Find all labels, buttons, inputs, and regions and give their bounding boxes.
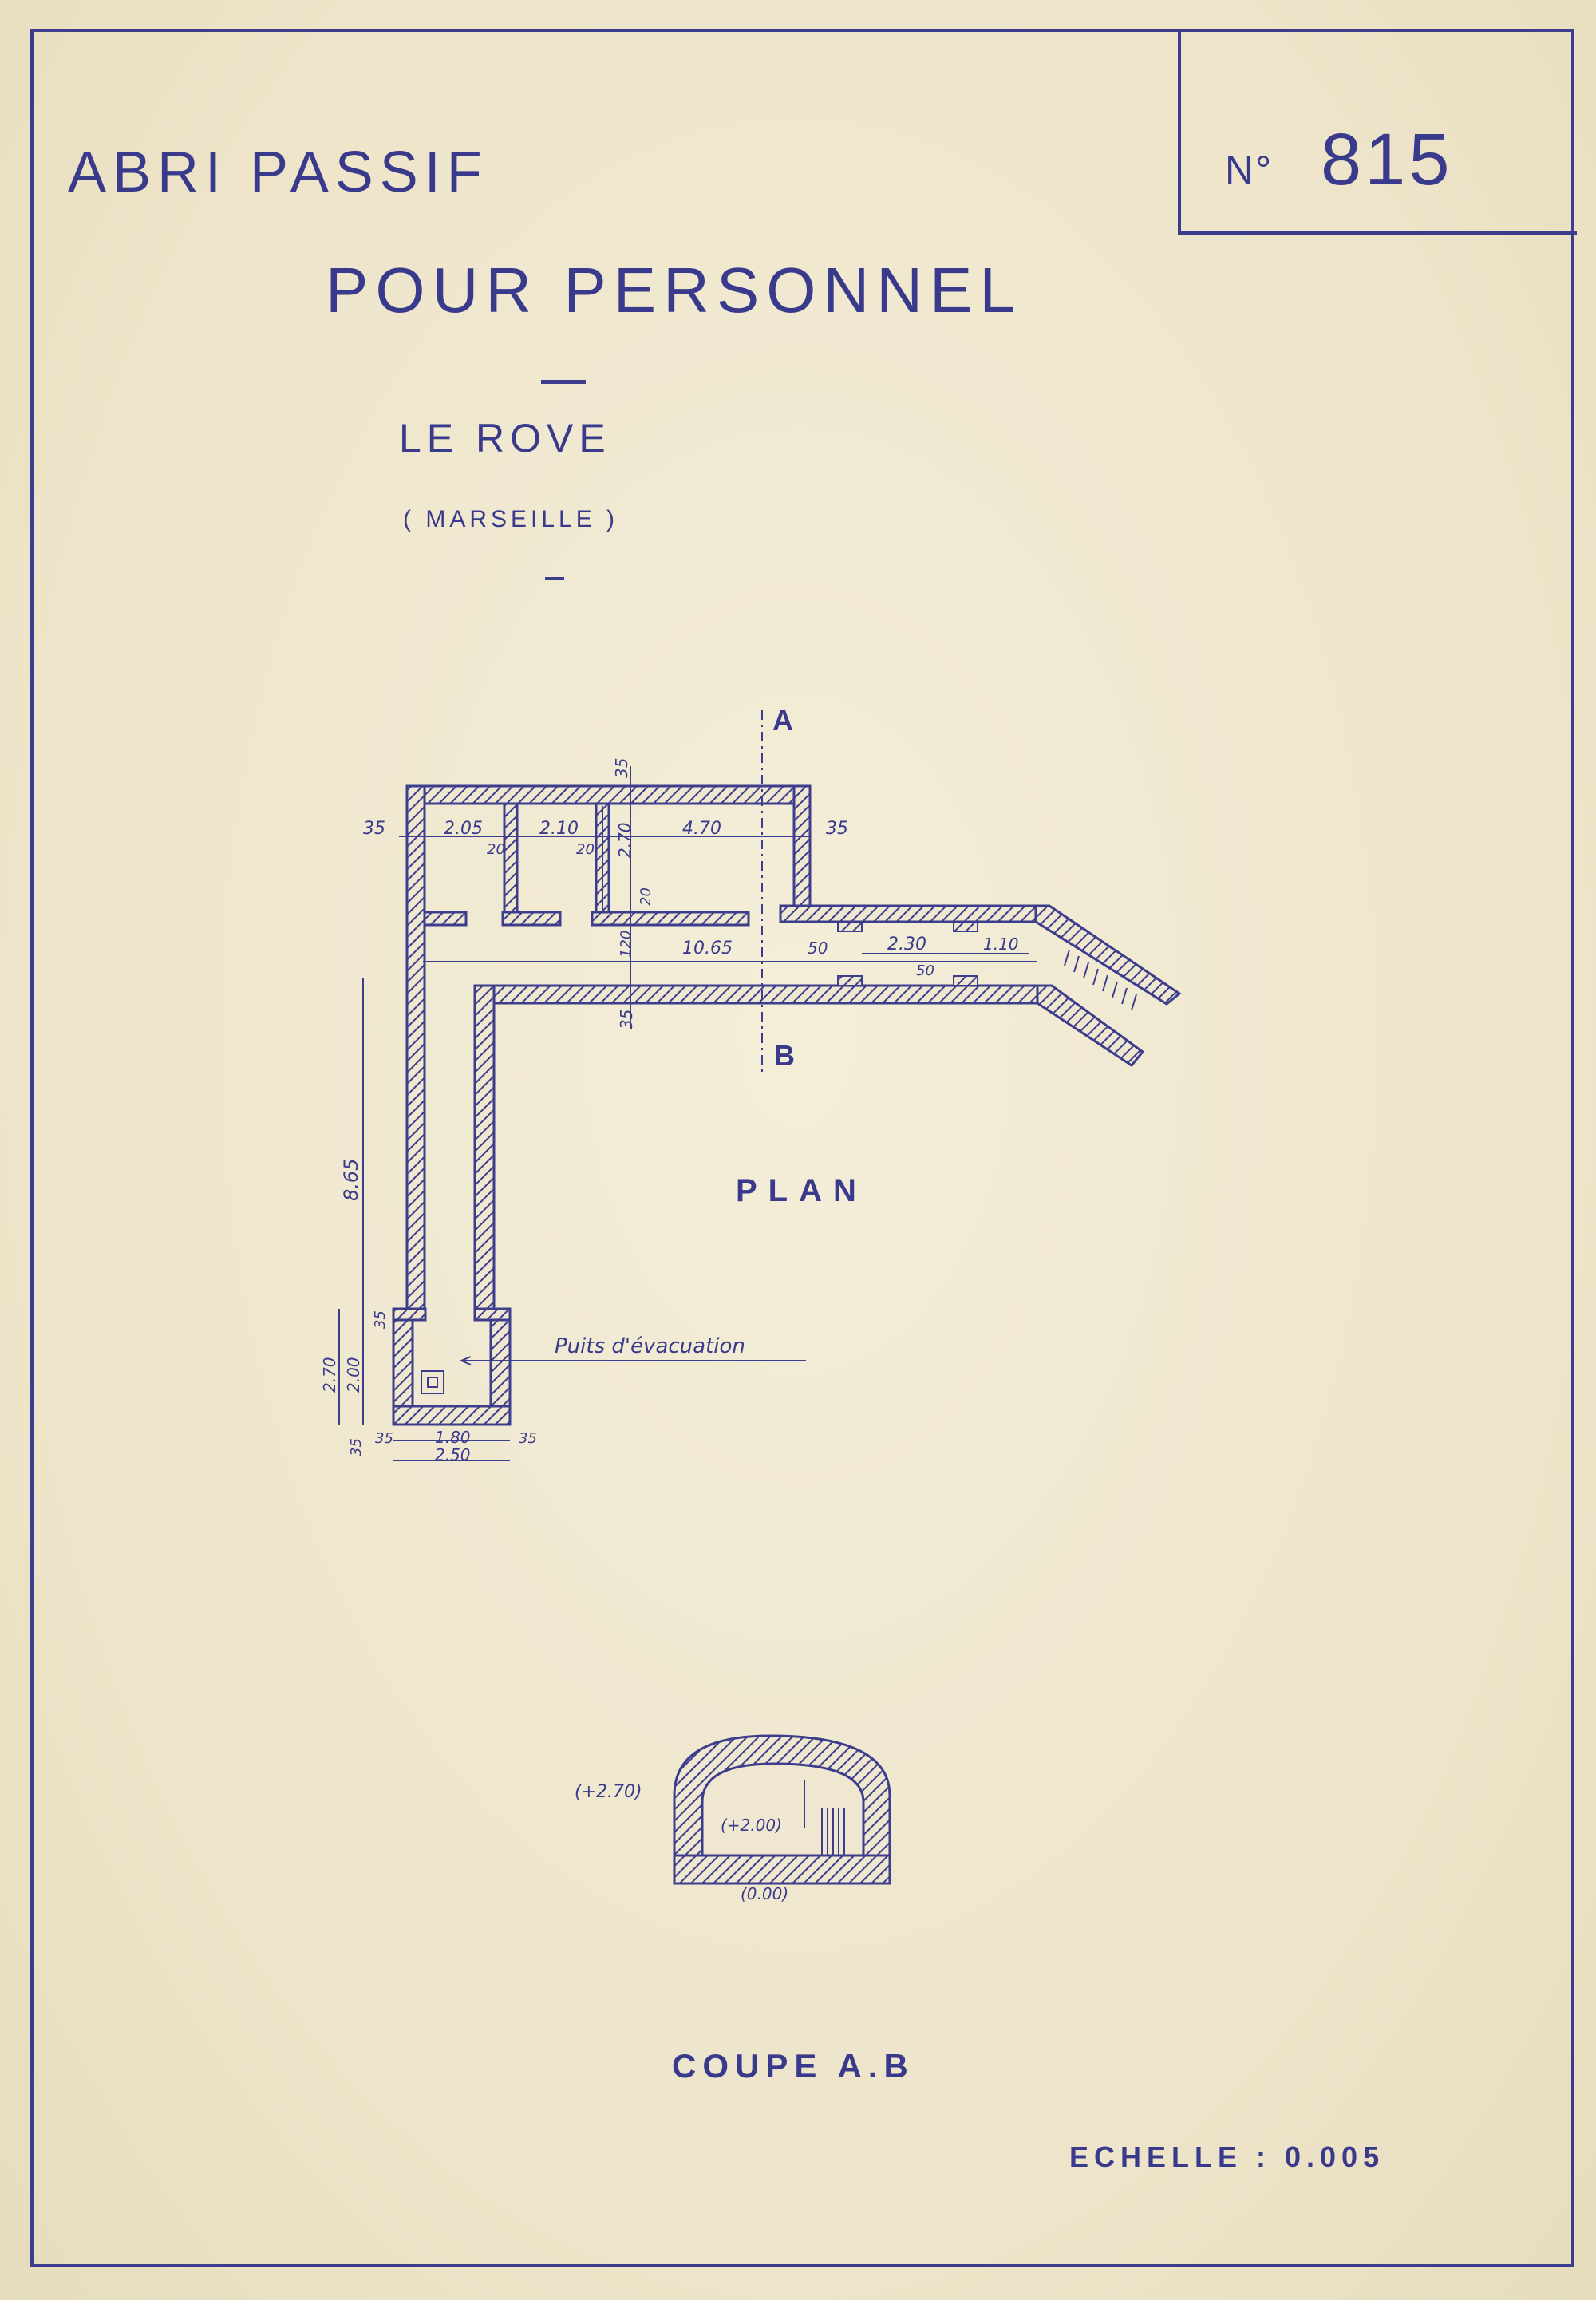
dim-20-a: 20: [487, 841, 505, 858]
plan-front-wall-1: [423, 911, 468, 927]
dim-2-70-room: 2.70: [615, 822, 634, 858]
dim-2-30: 2.30: [887, 935, 926, 954]
dim-10-65: 10.65: [682, 939, 733, 958]
section-label: COUPE A.B: [672, 2047, 915, 2085]
section-marker-b: B: [774, 1039, 795, 1072]
plan-shaft-wall-bottom: [392, 1405, 512, 1426]
plan-wall-right: [792, 784, 812, 914]
section-drawing: [673, 1734, 891, 1885]
plan-corridor-top: [779, 904, 1037, 923]
dim-2-70-shaft: 2.70: [320, 1357, 339, 1393]
location-name: LE ROVE: [399, 416, 611, 460]
dim-50-a: 50: [808, 939, 828, 958]
dim-20-b: 20: [576, 841, 595, 858]
plan-exit-stairs: [1064, 949, 1137, 1011]
title-divider: [541, 380, 586, 384]
plan-label: PLAN: [736, 1173, 867, 1208]
plan-wall-left-inner: [473, 984, 496, 1318]
plan-shaft-step-left: [392, 1307, 427, 1322]
title-line-2: POUR PERSONNEL: [326, 255, 1022, 326]
plan-shaft-step-right: [473, 1307, 512, 1322]
drawing-number-prefix: N°: [1225, 148, 1274, 192]
section-interior: [701, 1762, 865, 1861]
subtitle-divider: [545, 577, 564, 580]
dim-1-10: 1.10: [983, 935, 1019, 954]
dimension-lines: [338, 710, 1037, 1461]
dim-35-right: 35: [826, 819, 848, 839]
dim-8-65: 8.65: [340, 1159, 362, 1201]
dim-35-bottom-right: 35: [519, 1430, 537, 1447]
dim-35-lv-2: 35: [348, 1438, 365, 1456]
dim-2-10: 2.10: [539, 819, 579, 839]
dim-4-70: 4.70: [682, 819, 721, 839]
drawing-frame: [30, 29, 1574, 2267]
shaft-ladder: [421, 1370, 444, 1394]
dim-35-mid: 35: [617, 1010, 636, 1029]
dim-2-50: 2.50: [435, 1445, 471, 1464]
dim-50-b: 50: [916, 962, 934, 979]
drawing-number: 815: [1321, 119, 1453, 200]
dim-2-05: 2.05: [444, 819, 483, 839]
section-marker-a: A: [772, 704, 793, 737]
title-line-1: ABRI PASSIF: [68, 140, 488, 204]
drawing-number-box: N° 815: [1178, 29, 1577, 235]
plan-corridor-bottom: [473, 984, 1039, 1005]
plan-front-wall-3: [591, 911, 750, 927]
section-level-floor: (0.00): [741, 1884, 788, 1903]
dim-120: 120: [618, 931, 634, 958]
dim-2-00-shaft: 2.00: [344, 1357, 363, 1393]
dim-35-lv: 35: [372, 1310, 389, 1329]
dim-1-80: 1.80: [435, 1428, 471, 1447]
plan-wall-left-outer: [405, 784, 426, 1318]
dim-35-left: 35: [363, 819, 385, 839]
scale-label: ECHELLE : 0.005: [1069, 2140, 1385, 2173]
section-level-mid: (+2.00): [721, 1816, 782, 1835]
plan-wall-top: [405, 784, 812, 805]
plan-front-wall-2: [501, 911, 562, 927]
dim-35-bottom-left: 35: [375, 1430, 393, 1447]
plan-airlock: [837, 921, 978, 986]
dim-35-top: 35: [612, 758, 631, 778]
section-floor-slab: [673, 1854, 891, 1885]
section-ladder: [821, 1808, 845, 1855]
dim-20-c: 20: [638, 887, 654, 906]
section-level-top: (+2.70): [575, 1782, 642, 1802]
plan-walls: [392, 784, 1182, 1426]
plan-exit-wall-bottom: [1036, 984, 1145, 1067]
plan-partition-1: [503, 802, 519, 914]
plan-exit-wall-top: [1034, 904, 1182, 1006]
shaft-annotation: Puits d'évacuation: [555, 1334, 745, 1358]
city-name: ( MARSEILLE ): [403, 506, 619, 532]
